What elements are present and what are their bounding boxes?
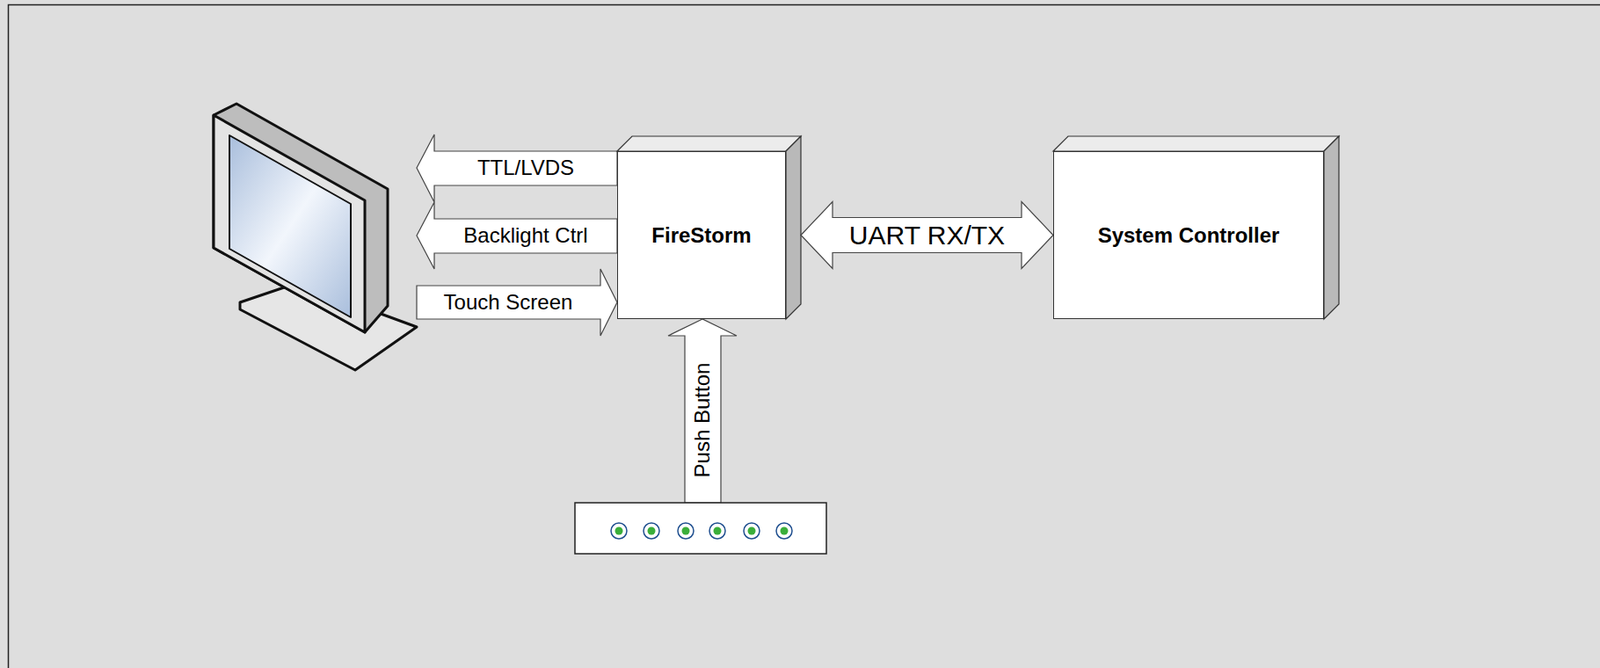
connectors (800, 202, 1054, 270)
process-box: System Controller (1053, 151, 1324, 320)
process-box: FireStorm (617, 151, 786, 320)
button-dot (643, 523, 660, 539)
signal-name: Backlight Ctrl (463, 225, 588, 247)
button-panel (574, 502, 827, 554)
monitor-illustration (213, 103, 417, 371)
box-title: FireStorm (644, 223, 758, 248)
touch-arrow (416, 269, 618, 336)
ttl-arrow (416, 134, 618, 203)
signal-name: Push Button (691, 363, 713, 479)
box-depth (617, 136, 801, 320)
bus-arrow (800, 202, 1054, 270)
button-dot (709, 523, 726, 539)
box-title: System Controller (1090, 223, 1288, 248)
push-arrow (668, 319, 737, 503)
frame (8, 5, 1600, 668)
bus-label: UART RX/TX (847, 222, 1007, 249)
backlight-arrow (416, 202, 618, 270)
button-dot (776, 523, 793, 539)
button-dot (610, 523, 627, 539)
button-dot (677, 523, 694, 539)
signal-name: TTL/LVDS (477, 157, 575, 179)
signal-name: Touch Screen (443, 291, 574, 313)
button-dot (743, 523, 760, 539)
button-dots (610, 523, 793, 539)
box-sides (617, 136, 1339, 320)
box-depth (1053, 136, 1339, 320)
